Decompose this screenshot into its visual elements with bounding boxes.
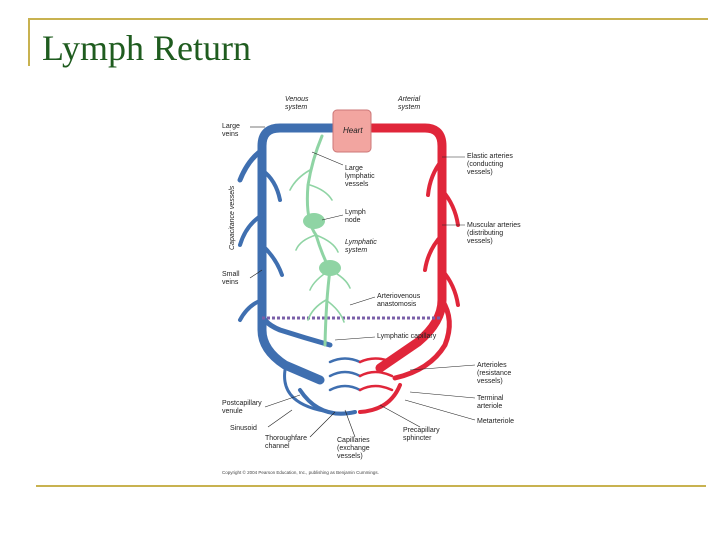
thoroughfare-channel-label: Thoroughfare channel	[265, 435, 309, 450]
lymph-node-label: Lymph node	[345, 209, 368, 224]
muscular-arteries-label: Muscular arteries (distributing vessels)	[467, 222, 523, 245]
capillaries-label: Capillaries (exchange vessels)	[337, 437, 372, 460]
footer-rule	[36, 485, 706, 487]
metarteriole-label: Metarteriole	[477, 418, 514, 425]
arterial-capillaries	[358, 357, 394, 392]
vein-branch	[260, 243, 284, 277]
lymph-branch	[289, 169, 351, 323]
venous-system-label: Venous system	[285, 96, 310, 111]
vein-branch	[260, 168, 282, 202]
arteriovenous-anastomosis-label: Arteriovenous anastomosis	[377, 293, 422, 308]
artery-branch	[423, 233, 444, 272]
postcapillary-venule-label: Postcapillary venule	[222, 400, 264, 415]
lymphatic-capillary-label: Lymphatic capillary	[377, 333, 437, 340]
precapillary-sphincter-label: Precapillary sphincter	[403, 427, 442, 442]
arteriole-loop	[392, 297, 452, 381]
sinusoid-vessel	[283, 368, 332, 414]
leader-lines	[249, 126, 476, 438]
large-vein	[257, 123, 338, 385]
terminal-arteriole	[358, 383, 402, 414]
artery-branch	[440, 188, 460, 227]
vein-loop	[258, 297, 333, 348]
lymph-node	[319, 260, 341, 276]
venous-capillaries	[328, 357, 362, 392]
arterioles-label: Arterioles (resistance vessels)	[477, 362, 513, 385]
elastic-arteries-label: Elastic arteries (conducting vessels)	[467, 153, 515, 176]
elastic-artery	[367, 123, 447, 373]
title-rule-left	[28, 18, 30, 66]
venous-vessels	[237, 123, 362, 416]
lymphatic-vessels	[289, 134, 351, 347]
artery-branch	[426, 158, 444, 197]
large-veins-label: Large veins	[222, 123, 242, 138]
vein-branch	[237, 147, 265, 183]
terminal-arteriole-label: Terminal arteriole	[477, 395, 505, 410]
lymphatic-system-label: Lymphatic system	[345, 239, 379, 254]
vein-branch	[238, 213, 264, 247]
capacitance-vessels-label: Capacitance vessels	[229, 185, 236, 250]
title-rule-top	[28, 18, 708, 20]
artery-branch	[440, 268, 460, 307]
large-lymphatic-vessels-label: Large lymphatic vessels	[345, 165, 377, 188]
arterial-vessels	[358, 123, 460, 414]
sinusoid-label: Sinusoid	[230, 425, 257, 432]
heart-box	[332, 109, 372, 153]
copyright-notice: Copyright © 2004 Pearson Education, Inc.…	[222, 469, 379, 475]
heart-label: Heart	[343, 126, 363, 135]
lymph-node	[303, 213, 325, 229]
arterial-system-label: Arterial system	[397, 96, 422, 111]
small-veins-label: Small veins	[222, 271, 241, 286]
slide-title: Lymph Return	[42, 28, 251, 68]
